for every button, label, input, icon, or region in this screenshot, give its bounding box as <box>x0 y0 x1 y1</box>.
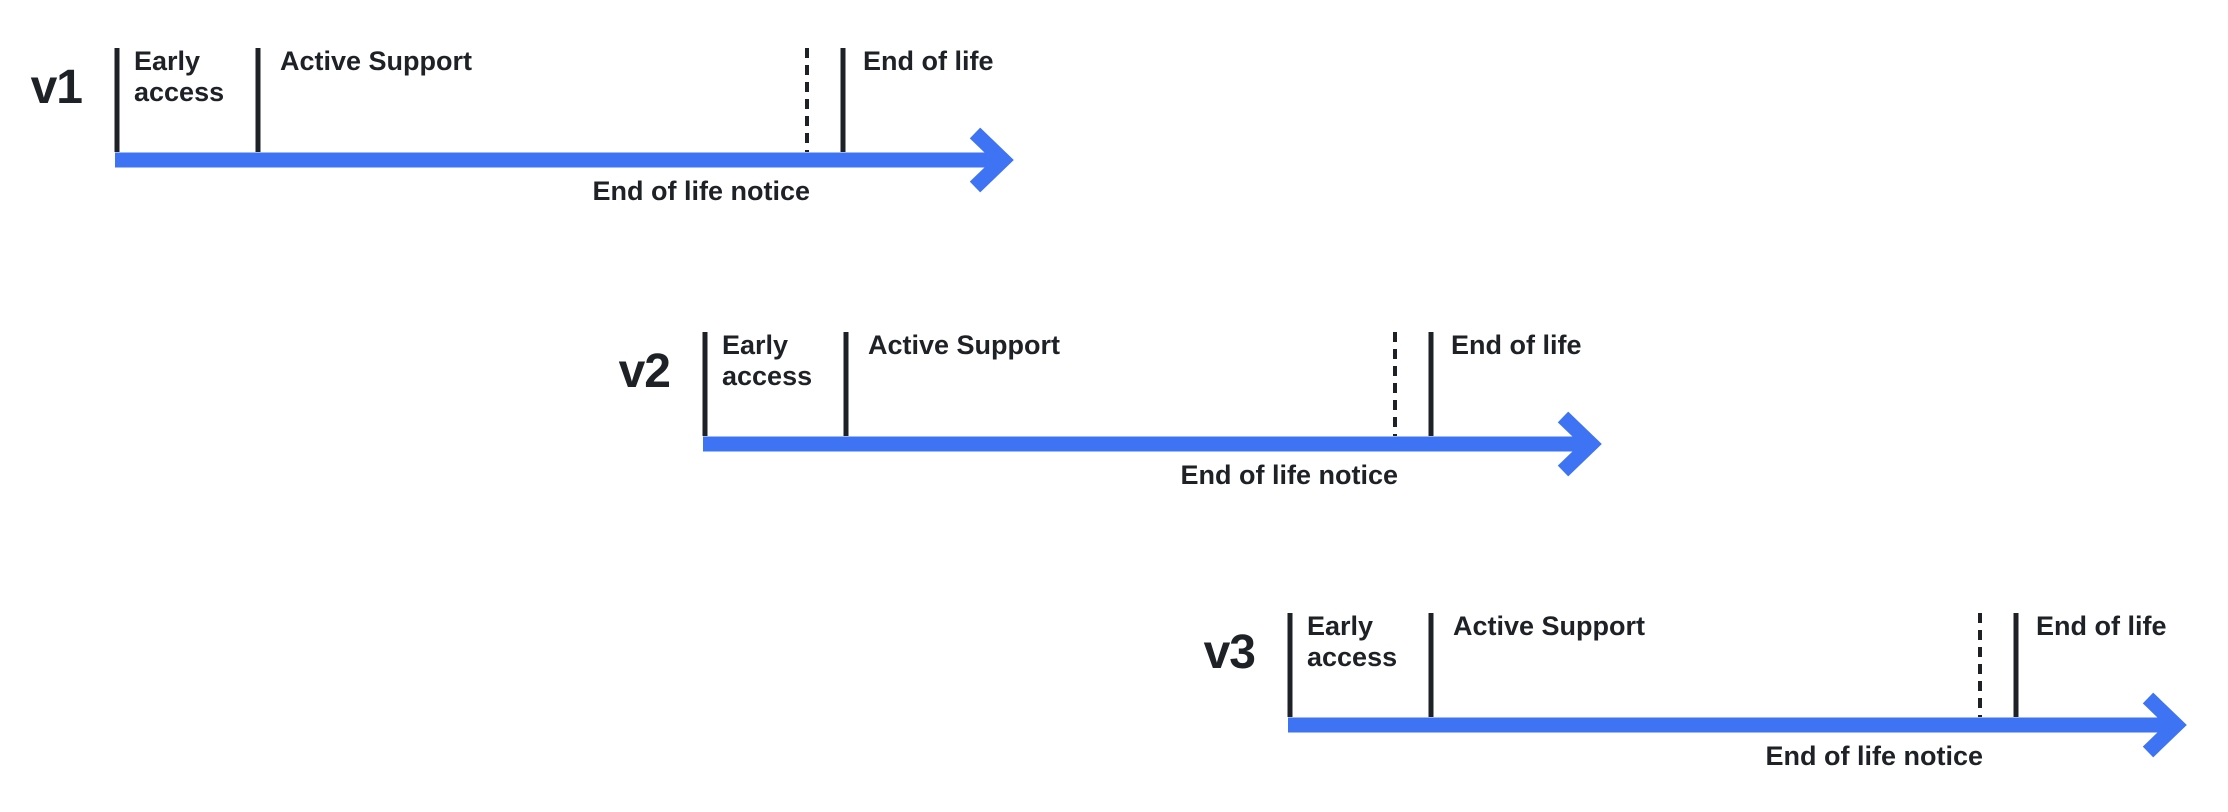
timeline-v3-graphic <box>1287 613 2187 758</box>
timeline-v1: v1 Early access Active Support End of li… <box>30 30 1030 220</box>
phase-label-end-of-life: End of life <box>863 46 994 76</box>
version-label: v1 <box>30 61 83 114</box>
phase-label-early-access: Early access <box>1307 611 1398 672</box>
timeline-v2: v2 Early access Active Support End of li… <box>618 314 1618 504</box>
version-label: v2 <box>618 345 671 398</box>
timeline-arrow-head-icon <box>1557 411 1602 477</box>
phase-label-end-of-life: End of life <box>1451 330 1582 360</box>
phase-label-active-support: Active Support <box>280 46 473 76</box>
phase-label-end-of-life: End of life <box>2036 611 2167 641</box>
eol-notice-label: End of life notice <box>592 176 810 206</box>
timeline-v1-graphic <box>114 48 1014 193</box>
timeline-arrow-head-icon <box>969 127 1014 193</box>
timeline-arrow-head-icon <box>2142 692 2187 758</box>
timeline-v3: v3 Early access Active Support End of li… <box>1203 595 2203 785</box>
version-label: v3 <box>1203 626 1256 679</box>
phase-label-active-support: Active Support <box>868 330 1061 360</box>
phase-label-early-access: Early access <box>134 46 225 107</box>
phase-label-active-support: Active Support <box>1453 611 1646 641</box>
timeline-v2-graphic <box>702 332 1602 477</box>
eol-notice-label: End of life notice <box>1765 741 1983 771</box>
eol-notice-label: End of life notice <box>1180 460 1398 490</box>
phase-label-early-access: Early access <box>722 330 813 391</box>
